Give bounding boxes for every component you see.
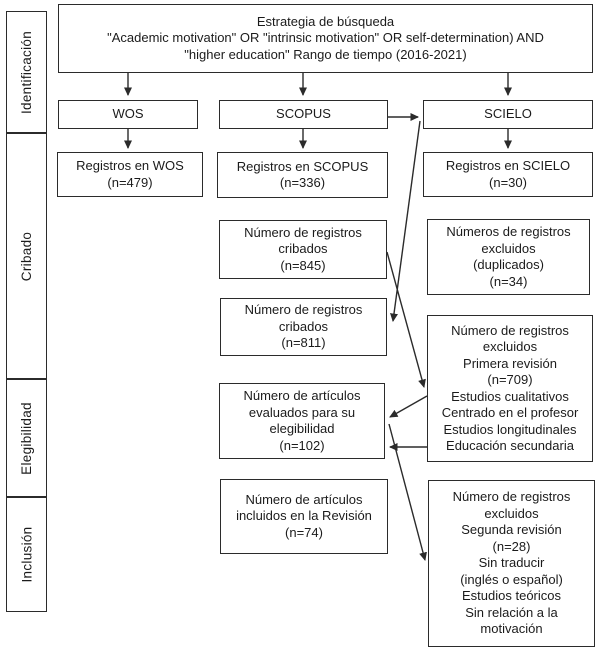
arrow-scielo-to-screened-811 xyxy=(390,120,421,322)
arrow-excluded-first-to-eligibility-upper xyxy=(389,395,428,418)
sidebar-stage-identificacion: Identificación xyxy=(6,11,47,133)
excluded-second-review-box: Número de registros excluidos Segunda re… xyxy=(428,480,595,647)
records-screened-845-box: Número de registros cribados (n=845) xyxy=(219,220,387,279)
eligibility-assessed-box: Número de artículos evaluados para su el… xyxy=(219,383,385,459)
scopus-records-box: Registros en SCOPUS (n=336) xyxy=(217,152,388,198)
wos-records-box: Registros en WOS (n=479) xyxy=(57,152,203,197)
stage-label: Identificación xyxy=(19,30,34,114)
records-screened-811-box: Número de registros cribados (n=811) xyxy=(220,298,387,356)
arrow-eligibility-to-excluded-second xyxy=(388,423,427,561)
search-strategy-box: Estrategia de búsqueda "Academic motivat… xyxy=(58,4,593,73)
stage-label: Cribado xyxy=(19,231,35,281)
included-in-review-box: Número de artículos incluidos en la Revi… xyxy=(220,479,388,554)
excluded-first-review-box: Número de registros excluidos Primera re… xyxy=(427,315,593,462)
wos-box: WOS xyxy=(58,100,198,129)
sidebar-stage-inclusion: Inclusión xyxy=(6,497,47,612)
scielo-records-box: Registros en SCIELO (n=30) xyxy=(423,152,593,197)
arrow-screened-845-to-excluded-first xyxy=(386,251,426,388)
scielo-box: SCIELO xyxy=(423,100,593,129)
sidebar-stage-elegibilidad: Elegibilidad xyxy=(6,379,47,497)
sidebar-stage-cribado: Cribado xyxy=(6,133,47,379)
stage-label: Elegibilidad xyxy=(19,401,34,475)
scopus-box: SCOPUS xyxy=(219,100,388,129)
stage-label: Inclusión xyxy=(19,526,35,583)
excluded-duplicates-box: Números de registros excluidos (duplicad… xyxy=(427,219,590,295)
